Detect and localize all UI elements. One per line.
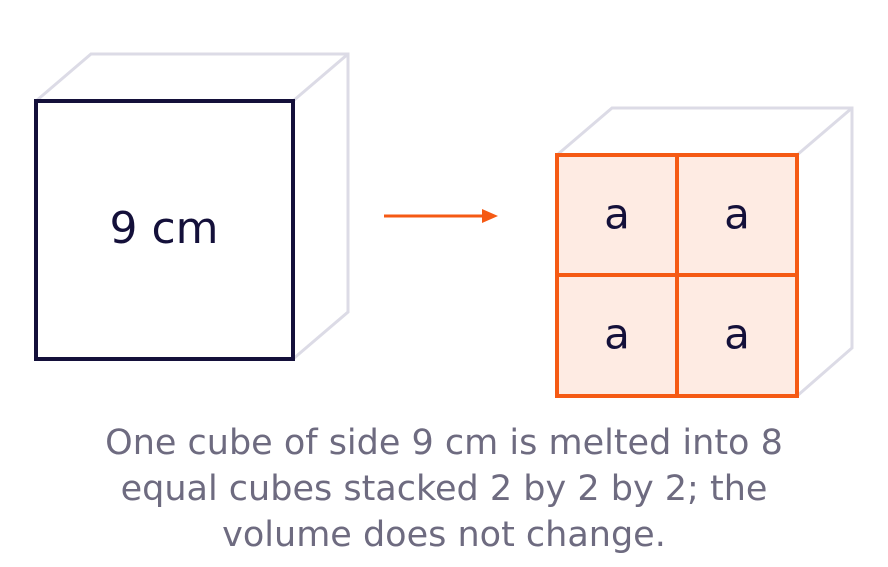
small-cube-label: a xyxy=(604,190,630,239)
big-cube: 9 cm xyxy=(34,52,350,361)
transform-arrow xyxy=(384,209,498,223)
small-cube-label: a xyxy=(724,310,750,359)
caption-line: One cube of side 9 cm is melted into 8 xyxy=(105,423,783,463)
small-cube-label: a xyxy=(724,190,750,239)
caption-line: equal cubes stacked 2 by 2 by 2; the xyxy=(120,469,768,509)
big-cube-front-face xyxy=(34,99,295,361)
caption: One cube of side 9 cm is melted into 8 e… xyxy=(40,420,848,558)
small-cube-bottom-right xyxy=(675,273,799,398)
small-cube-bottom-left xyxy=(555,273,679,398)
big-cube-ghost-edges xyxy=(35,52,350,361)
big-cube-side-label: 9 cm xyxy=(109,203,218,254)
stacked-small-cubes: a a a a xyxy=(555,106,854,398)
small-cubes-ghost-edges xyxy=(556,106,854,398)
small-cube-label: a xyxy=(604,310,630,359)
caption-line: volume does not change. xyxy=(222,515,666,555)
